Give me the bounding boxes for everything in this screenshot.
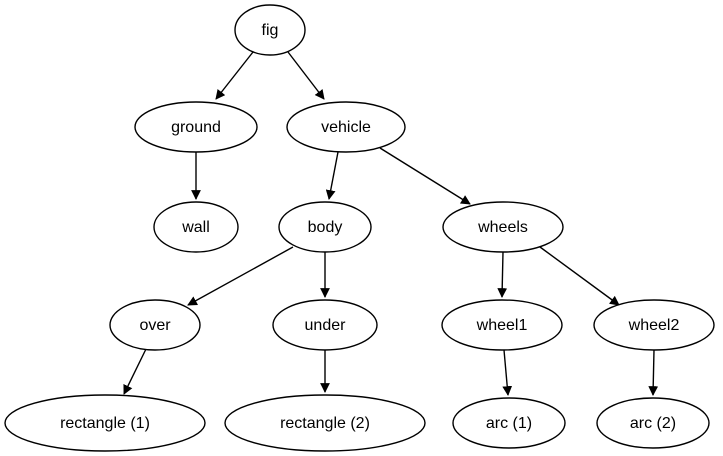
edge-wheels-to-wheel2 <box>539 246 620 306</box>
node-shape-under[interactable] <box>272 299 378 351</box>
edges-layer <box>123 51 659 396</box>
node-ground[interactable]: ground <box>134 101 258 153</box>
node-label-under: under <box>305 317 347 334</box>
node-vehicle[interactable]: vehicle <box>286 101 406 153</box>
node-label-body: body <box>308 219 343 236</box>
node-shape-wall[interactable] <box>153 201 239 253</box>
edge-over-to-rectangle1 <box>123 348 147 395</box>
node-wall[interactable]: wall <box>153 201 239 253</box>
node-label-wheel1: wheel1 <box>476 317 528 334</box>
node-shape-rectangle2[interactable] <box>224 394 426 452</box>
node-over[interactable]: over <box>109 299 201 351</box>
node-body[interactable]: body <box>278 201 372 253</box>
node-rectangle2[interactable]: rectangle (2) <box>224 394 426 452</box>
edge-body-to-over <box>187 246 294 306</box>
node-label-arc1: arc (1) <box>486 415 532 432</box>
node-shape-ground[interactable] <box>134 101 258 153</box>
node-label-arc2: arc (2) <box>630 415 676 432</box>
node-wheel1[interactable]: wheel1 <box>441 299 563 351</box>
node-under[interactable]: under <box>272 299 378 351</box>
edge-wheel2-to-arc2 <box>648 349 659 396</box>
edge-vehicle-to-wheels <box>379 147 471 205</box>
node-shape-vehicle[interactable] <box>286 101 406 153</box>
node-shape-arc1[interactable] <box>452 397 566 449</box>
node-wheel2[interactable]: wheel2 <box>593 299 715 351</box>
node-shape-rectangle1[interactable] <box>4 394 206 452</box>
nodes-layer: fig ground vehicle wall body wheels over under w… <box>4 4 715 452</box>
node-label-ground: ground <box>171 119 221 136</box>
node-shape-wheels[interactable] <box>442 201 564 253</box>
edge-vehicle-to-body <box>325 151 339 200</box>
node-wheels[interactable]: wheels <box>442 201 564 253</box>
node-label-rectangle1: rectangle (1) <box>60 415 150 432</box>
edge-wheel1-to-arc1 <box>502 349 513 396</box>
node-label-vehicle: vehicle <box>321 119 371 136</box>
node-shape-over[interactable] <box>109 299 201 351</box>
node-fig[interactable]: fig <box>234 4 306 56</box>
edge-wheels-to-wheel1 <box>497 251 508 298</box>
edge-fig-to-vehicle <box>287 51 325 100</box>
node-shape-arc2[interactable] <box>596 397 710 449</box>
edge-fig-to-ground <box>215 51 254 100</box>
node-label-wheel2: wheel2 <box>628 317 680 334</box>
node-rectangle1[interactable]: rectangle (1) <box>4 394 206 452</box>
node-label-fig: fig <box>262 22 279 39</box>
node-shape-wheel2[interactable] <box>593 299 715 351</box>
node-shape-body[interactable] <box>278 201 372 253</box>
node-shape-wheel1[interactable] <box>441 299 563 351</box>
node-label-over: over <box>139 317 171 334</box>
node-label-rectangle2: rectangle (2) <box>280 415 370 432</box>
node-label-wheels: wheels <box>477 219 528 236</box>
node-label-wall: wall <box>181 219 210 236</box>
node-arc2[interactable]: arc (2) <box>596 397 710 449</box>
node-shape-fig[interactable] <box>234 4 306 56</box>
node-arc1[interactable]: arc (1) <box>452 397 566 449</box>
